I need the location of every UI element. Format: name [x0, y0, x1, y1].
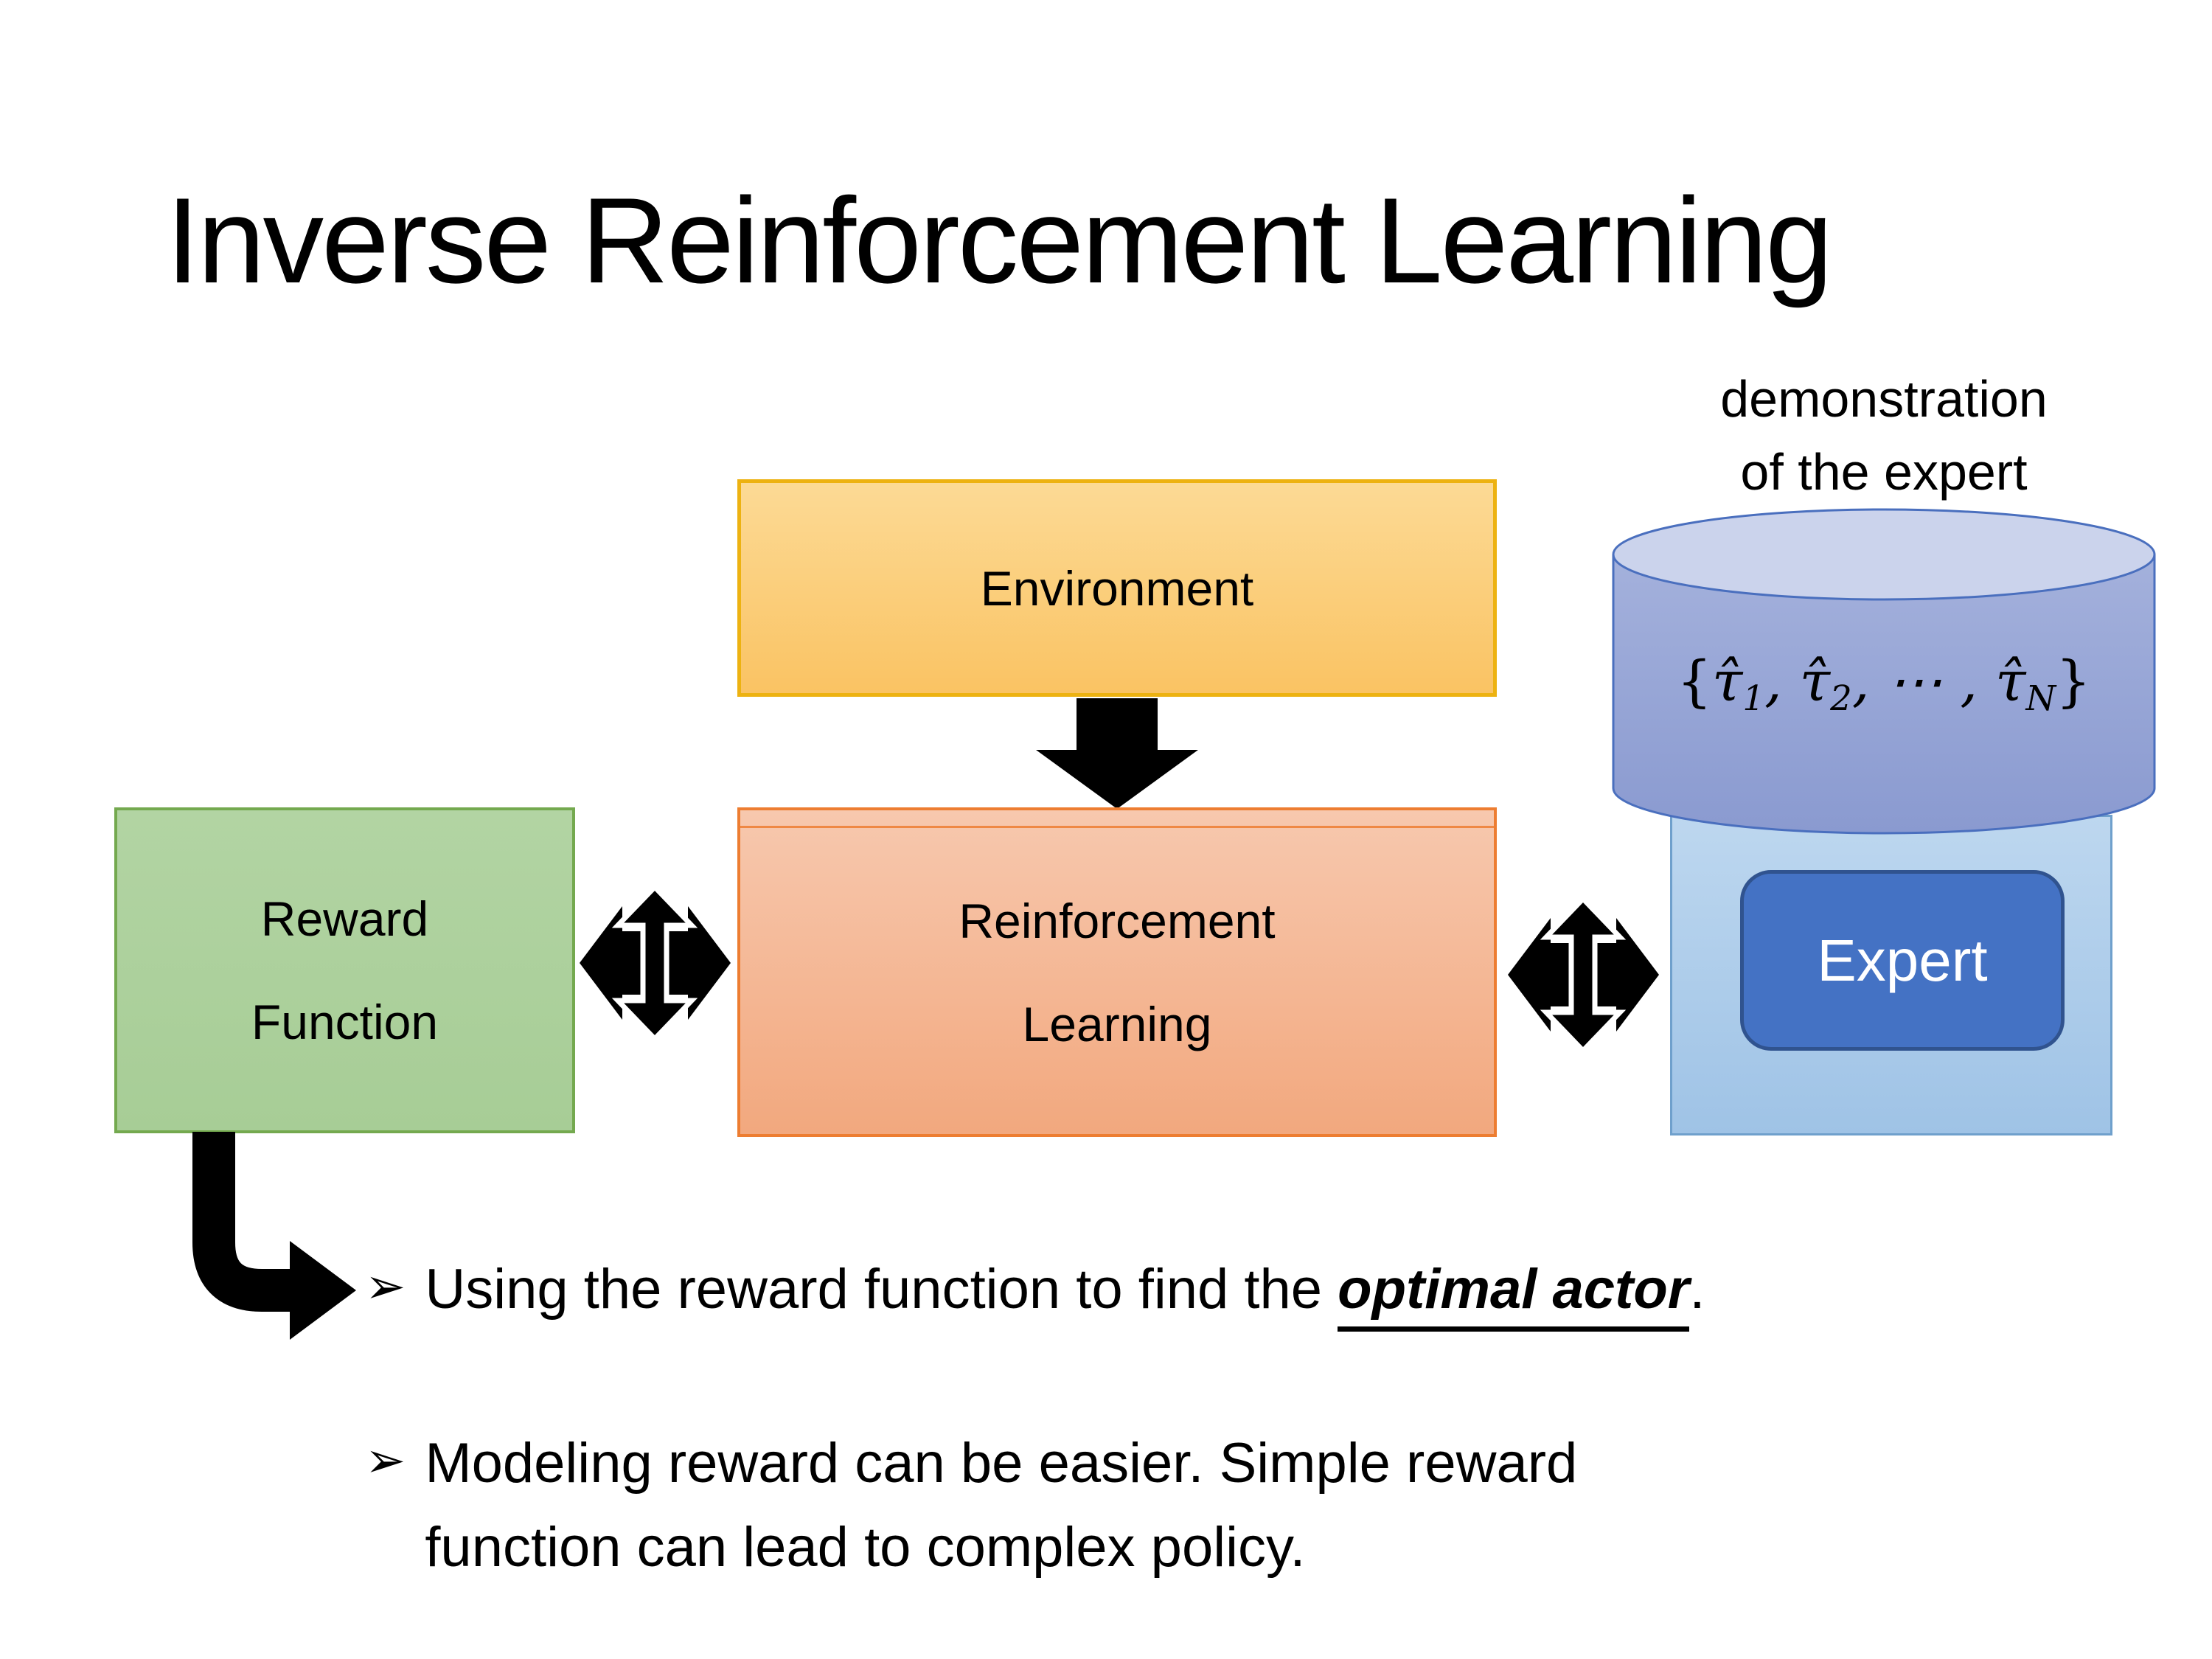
reward-rl-double-arrow-icon	[580, 886, 731, 1040]
demonstration-caption-line2: of the expert	[1740, 443, 2028, 501]
formula-sep2: , ⋯ ,	[1851, 649, 1995, 714]
reinforcement-learning-box-edge	[740, 826, 1494, 828]
formula-sub2: 2	[1830, 678, 1852, 719]
formula-tau2: τ̂	[1799, 649, 1831, 714]
trajectory-set-formula: {τ̂1, τ̂2, ⋯ , τ̂N}	[1611, 649, 2157, 718]
rl-expert-double-arrow-icon	[1508, 897, 1659, 1052]
formula-sub1: 1	[1742, 678, 1764, 719]
reward-function-label-line1: Reward	[260, 891, 429, 946]
arrowhead-bullet-icon: ➢	[365, 1258, 406, 1315]
reinforcement-learning-box: Reinforcement Learning	[737, 807, 1497, 1137]
bullet-1-pre: Using the reward function to find the	[425, 1258, 1338, 1321]
environment-box: Environment	[737, 479, 1497, 697]
environment-label: Environment	[980, 560, 1254, 616]
formula-sep1: ,	[1764, 649, 1800, 714]
formula-open-brace: {	[1677, 649, 1712, 714]
slide-title: Inverse Reinforcement Learning	[166, 173, 1833, 308]
demonstration-caption-line1: demonstration	[1720, 370, 2048, 428]
bullet-1-post: .	[1689, 1258, 1705, 1321]
down-arrow-icon	[1036, 698, 1198, 809]
database-cylinder-icon	[1611, 507, 2157, 835]
reward-function-label-line2: Function	[251, 995, 439, 1049]
elbow-arrow-icon	[173, 1132, 365, 1353]
reinforcement-learning-label-line1: Reinforcement	[959, 893, 1276, 948]
bullet-1-text: Using the reward function to find the op…	[425, 1248, 1705, 1332]
bullet-1-emphasis: optimal actor	[1338, 1258, 1690, 1332]
demonstration-caption: demonstration of the expert	[1585, 363, 2183, 509]
arrowhead-bullet-icon: ➢	[365, 1432, 406, 1489]
reinforcement-learning-label-line2: Learning	[1022, 996, 1212, 1051]
formula-close-brace: }	[2056, 649, 2091, 714]
formula-tau3: τ̂	[1994, 649, 2026, 714]
formula-subN: N	[2025, 678, 2056, 719]
reward-function-box: Reward Function	[114, 807, 575, 1133]
expert-label: Expert	[1817, 927, 1988, 993]
bullet-2-text: Modeling reward can be easier. Simple re…	[425, 1432, 1578, 1579]
formula-tau1: τ̂	[1711, 649, 1743, 714]
bullet-item-2: ➢ Modeling reward can be easier. Simple …	[365, 1422, 1604, 1590]
bullet-item-1: ➢ Using the reward function to find the …	[365, 1248, 2149, 1332]
expert-box: Expert	[1740, 870, 2065, 1051]
